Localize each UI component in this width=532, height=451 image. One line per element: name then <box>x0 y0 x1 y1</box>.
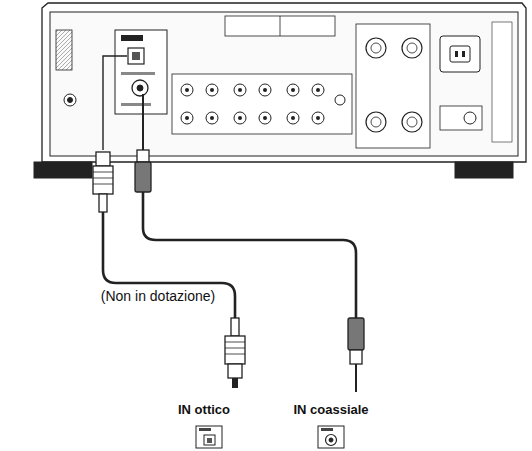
coaxial-input-icon <box>318 426 344 448</box>
optical-input-icon <box>196 426 222 448</box>
input-label: IN coassiale <box>291 403 370 418</box>
coaxial-cable <box>135 94 364 392</box>
input-label: IN ottico <box>176 403 232 418</box>
device-rear-panel <box>34 3 526 178</box>
cable-note: (Non in dotazione) <box>99 288 217 304</box>
optical-cable <box>93 56 245 388</box>
